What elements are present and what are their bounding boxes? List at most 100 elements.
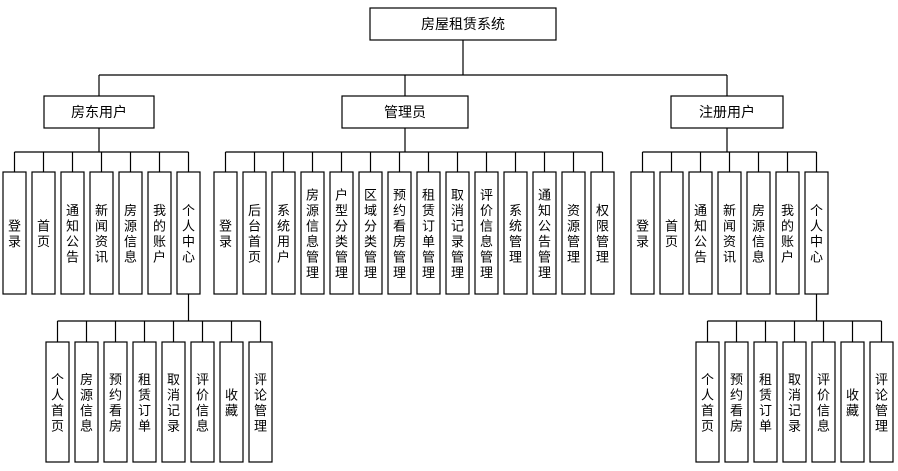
registered-item-2-box — [688, 171, 713, 295]
admin-item-8-box — [445, 171, 470, 295]
admin-item-9-label: 评价信息管理 — [480, 189, 493, 282]
landlord-personal-sub-6: 收藏 — [219, 341, 244, 463]
admin-item-13-label: 权限管理 — [596, 203, 609, 266]
landlord-personal-sub-0-label: 个人首页 — [51, 373, 64, 435]
registered-item-2: 通知公告 — [688, 171, 713, 295]
registered-item-1-label: 首页 — [665, 220, 678, 251]
registered-personal-sub-0-label: 个人首页 — [701, 373, 714, 435]
registered-item-0-label: 登录 — [636, 220, 649, 251]
registered-personal-sub-1: 预约看房 — [724, 341, 749, 463]
landlord-item-3-box — [89, 171, 114, 295]
admin-item-4-label: 户型分类管理 — [335, 188, 348, 282]
registered-personal-sub-0-box — [695, 341, 720, 463]
registered-item-1-box — [659, 171, 684, 295]
group-node-admin: 管理员 — [341, 95, 469, 129]
landlord-item-2-box — [60, 171, 85, 295]
admin-item-6-label: 预约看房管理 — [393, 189, 406, 282]
admin-item-3-box — [300, 171, 325, 295]
registered-item-4-box — [746, 171, 771, 295]
registered-personal-sub-2-label: 租赁订单 — [759, 373, 772, 435]
landlord-personal-sub-4: 取消记录 — [161, 341, 186, 463]
registered-item-5: 我的账户 — [775, 171, 800, 295]
registered-personal-sub-4-box — [811, 341, 836, 463]
admin-item-11: 通知公告管理 — [532, 171, 557, 295]
landlord-personal-sub-1: 房源信息 — [74, 341, 99, 463]
landlord-item-5-label: 我的账户 — [153, 204, 166, 266]
registered-personal-sub-4-label: 评价信息 — [817, 373, 830, 435]
admin-item-2-box — [271, 171, 296, 295]
landlord-personal-sub-3: 租赁订单 — [132, 341, 157, 463]
admin-item-12: 资源管理 — [561, 171, 586, 295]
admin-item-3-label: 房源信息管理 — [306, 188, 319, 282]
connector-lines — [13, 40, 883, 342]
landlord-personal-sub-6-box — [219, 341, 244, 463]
diagram-nodes: 房屋租赁系统房东用户管理员注册用户登录首页通知公告新闻资讯房源信息我的账户个人中… — [2, 7, 894, 463]
landlord-personal-sub-7-box — [248, 341, 273, 463]
landlord-item-6: 个人中心 — [176, 171, 201, 295]
admin-item-5-box — [358, 171, 383, 295]
admin-item-11-label: 通知公告管理 — [538, 189, 551, 282]
landlord-item-4: 房源信息 — [118, 171, 143, 295]
landlord-item-4-label: 房源信息 — [124, 203, 137, 266]
registered-item-0-box — [630, 171, 655, 295]
landlord-item-0-box — [2, 171, 27, 295]
admin-item-3: 房源信息管理 — [300, 171, 325, 295]
registered-item-5-box — [775, 171, 800, 295]
landlord-personal-sub-7: 评论管理 — [248, 341, 273, 463]
registered-personal-sub-3-label: 取消记录 — [788, 373, 801, 435]
landlord-item-3-label: 新闻资讯 — [95, 203, 108, 266]
landlord-item-5: 我的账户 — [147, 171, 172, 295]
admin-item-12-box — [561, 171, 586, 295]
admin-item-9-box — [474, 171, 499, 295]
registered-personal-sub-2: 租赁订单 — [753, 341, 778, 463]
group-node-landlord-label: 房东用户 — [71, 104, 127, 121]
admin-item-11-box — [532, 171, 557, 295]
admin-item-6: 预约看房管理 — [387, 171, 412, 295]
landlord-item-4-box — [118, 171, 143, 295]
root-node-label: 房屋租赁系统 — [421, 17, 505, 33]
landlord-item-1: 首页 — [31, 171, 56, 295]
admin-item-1: 后台首页 — [242, 171, 267, 295]
admin-item-4-box — [329, 171, 354, 295]
landlord-personal-sub-0-box — [45, 341, 70, 463]
landlord-personal-sub-0: 个人首页 — [45, 341, 70, 463]
admin-item-13-box — [590, 171, 615, 295]
admin-item-10-box — [503, 171, 528, 295]
admin-item-2: 系统用户 — [271, 171, 296, 295]
registered-item-6: 个人中心 — [804, 171, 829, 295]
group-node-landlord-box — [43, 95, 155, 129]
admin-item-2-label: 系统用户 — [277, 204, 290, 266]
admin-item-0-label: 登录 — [219, 220, 232, 251]
landlord-item-3: 新闻资讯 — [89, 171, 114, 295]
group-node-landlord: 房东用户 — [43, 95, 155, 129]
registered-personal-sub-3-box — [782, 341, 807, 463]
admin-item-8: 取消记录管理 — [445, 171, 470, 295]
registered-personal-sub-6: 评论管理 — [869, 341, 894, 463]
landlord-personal-sub-3-label: 租赁订单 — [138, 373, 151, 435]
registered-item-3: 新闻资讯 — [717, 171, 742, 295]
registered-item-3-box — [717, 171, 742, 295]
registered-personal-sub-5: 收藏 — [840, 341, 865, 463]
admin-item-1-box — [242, 171, 267, 295]
landlord-item-0: 登录 — [2, 171, 27, 295]
registered-personal-sub-5-label: 收藏 — [846, 389, 859, 420]
registered-item-1: 首页 — [659, 171, 684, 295]
landlord-item-1-box — [31, 171, 56, 295]
group-node-admin-box — [341, 95, 469, 129]
landlord-personal-sub-5: 评价信息 — [190, 341, 215, 463]
registered-item-5-label: 我的账户 — [781, 204, 794, 266]
admin-item-4: 户型分类管理 — [329, 171, 354, 295]
root-node-box — [369, 7, 557, 41]
landlord-personal-sub-2: 预约看房 — [103, 341, 128, 463]
group-node-registered-box — [670, 95, 784, 129]
registered-personal-sub-2-box — [753, 341, 778, 463]
admin-item-8-label: 取消记录管理 — [451, 189, 464, 282]
registered-personal-sub-4: 评价信息 — [811, 341, 836, 463]
registered-item-6-label: 个人中心 — [810, 204, 823, 266]
landlord-personal-sub-7-label: 评论管理 — [254, 373, 267, 435]
registered-item-4-label: 房源信息 — [752, 203, 765, 266]
registered-item-2-label: 通知公告 — [694, 204, 707, 266]
landlord-item-5-box — [147, 171, 172, 295]
landlord-item-2-label: 通知公告 — [66, 204, 79, 266]
